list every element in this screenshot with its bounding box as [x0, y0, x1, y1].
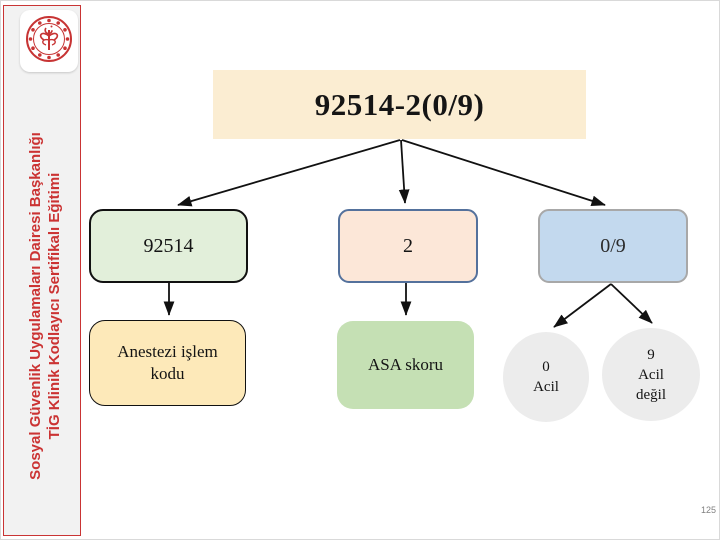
diagram-title: 92514-2(0/9): [213, 70, 586, 139]
node-anestezi-islem-kodu: Anestezi işlem kodu: [89, 320, 246, 406]
node-asa-skoru: ASA skoru: [337, 321, 474, 409]
node-suffix-2: 2: [338, 209, 478, 283]
ministry-of-health-emblem-icon: [24, 12, 74, 71]
page-number: 125: [700, 505, 716, 515]
node-0-acil: 0 Acil: [503, 332, 589, 422]
sidebar-text-line-2: TİG Klinik Kodlayıcı Sertifikalı Eğitimi: [46, 172, 63, 440]
node-flag-0-9: 0/9: [538, 209, 688, 283]
logo-tile: [20, 10, 78, 72]
node-9-acil-degil: 9 Acil değil: [602, 328, 700, 421]
sidebar: Sosyal Güvenlik Uygulamaları Dairesi Baş…: [3, 5, 81, 536]
sidebar-vertical-text: Sosyal Güvenlik Uygulamaları Dairesi Baş…: [26, 76, 64, 536]
node-procedure-code: 92514: [89, 209, 248, 283]
sidebar-text-line-1: Sosyal Güvenlik Uygulamaları Dairesi Baş…: [27, 132, 44, 480]
